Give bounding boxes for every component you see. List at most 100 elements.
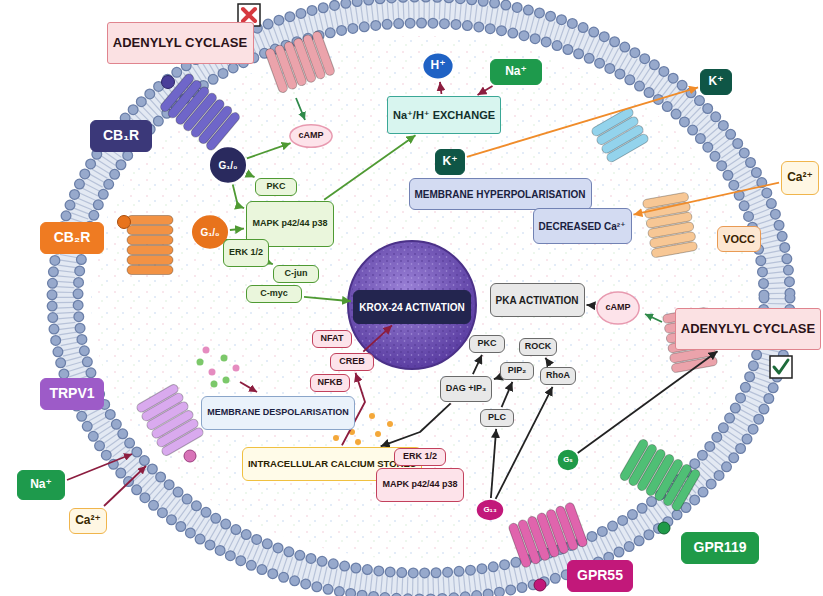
- node-label: Na⁺/H⁺ EXCHANGE: [393, 109, 495, 121]
- ion-label: Ca²⁺: [781, 161, 819, 195]
- node-label: CB₁R: [103, 128, 139, 143]
- enzyme-label: ADENYLYL CYCLASE: [675, 308, 821, 350]
- node-label: Gₛ: [563, 456, 572, 465]
- node-ellipse: [597, 292, 639, 324]
- ligand-ball: [118, 216, 131, 229]
- effect-box: MEMBRANE DESPOLARISATION: [201, 396, 355, 430]
- nucleus-texture: [350, 243, 474, 367]
- node-ellipse: [290, 125, 332, 148]
- node-label: MEMBRANE HYPERPOLARISATION: [415, 189, 586, 200]
- signal-arrow: [247, 143, 291, 158]
- art-shape: [203, 347, 210, 354]
- kinase-pill: ROCK: [519, 338, 557, 356]
- activated-mark: [770, 356, 792, 378]
- signal-arrow: [467, 87, 698, 157]
- node-ellipse: [478, 501, 503, 520]
- cytoplasm-speckle: [91, 36, 751, 560]
- lipid-heads: [52, 0, 790, 596]
- node-label: NFKB: [318, 378, 343, 388]
- node-label: H⁺: [431, 59, 446, 72]
- enzyme-label: ADENYLYL CYCLASE: [107, 22, 254, 64]
- factor-pill: C-myc: [246, 285, 302, 303]
- node-label: G₁/₀: [200, 227, 219, 238]
- camp-arrow: [296, 98, 305, 120]
- channel-label: VOCC: [717, 226, 761, 252]
- cytoplasm: [76, 21, 766, 575]
- node-label: ROCK: [525, 342, 552, 352]
- receptor-label: CB₁R: [90, 120, 152, 152]
- ion-influx-arrow: [67, 454, 132, 480]
- node-label: CREB: [339, 357, 365, 367]
- node-label: DECREASED Ca²⁺: [539, 221, 626, 232]
- signal-arrow: [381, 403, 451, 446]
- ligand-ball: [658, 522, 670, 534]
- node-label: RhoA: [546, 371, 570, 381]
- art-shape: [197, 359, 204, 366]
- ligand-dots: [197, 347, 240, 388]
- art-shape: [211, 381, 218, 388]
- factor-pill: C-jun: [273, 265, 319, 283]
- kinase-pill: ERK 1/2: [223, 239, 269, 267]
- g-protein-circle: G₁/₀: [210, 147, 246, 183]
- g-protein-circle: Gₛ: [558, 450, 578, 470]
- node-label: PLC: [488, 413, 506, 423]
- ligand-ball: [162, 76, 175, 89]
- node-label: PIP₂: [508, 366, 527, 376]
- depolarisation-arrow: [240, 382, 257, 392]
- art-shape: [221, 355, 228, 362]
- ion-label: Na⁺: [490, 59, 542, 85]
- art-shape: [243, 9, 255, 21]
- kinase-pill: PKC: [469, 335, 505, 353]
- node-label: G₁₃: [483, 506, 496, 515]
- lipid-heads: [78, 23, 764, 573]
- node-label: Na⁺: [505, 65, 527, 78]
- gpr119-protein: [619, 438, 702, 512]
- art-shape: [770, 356, 792, 378]
- art-shape: [375, 431, 381, 437]
- nucleus: [348, 241, 476, 369]
- art-shape: [355, 439, 361, 445]
- ion-label: Ca²⁺: [69, 508, 107, 534]
- art-shape: [774, 360, 788, 373]
- lipid-pill: PIP₂: [500, 362, 534, 380]
- node-label: G₁/₀: [218, 160, 237, 171]
- potassium-channel: [590, 107, 649, 164]
- node-label: Na⁺: [30, 478, 52, 491]
- receptor-label: TRPV1: [40, 378, 104, 410]
- membrane-core: [65, 10, 777, 586]
- camp-arrow: [645, 314, 662, 322]
- node-label: MAPK p42/44 p38: [252, 219, 327, 229]
- node-label: VOCC: [723, 233, 755, 245]
- node-label: MAPK p42/44 p38: [382, 480, 457, 490]
- exchanger-label: Na⁺/H⁺ EXCHANGE: [387, 96, 501, 134]
- factor-pill: NFKB: [310, 374, 350, 392]
- ligand-ball: [184, 450, 196, 462]
- effect-box: MEMBRANE HYPERPOLARISATION: [409, 178, 592, 210]
- g-protein-circle: G₁₃: [477, 500, 503, 520]
- node-ellipse: [558, 451, 577, 470]
- lipid-tails: [65, 10, 777, 586]
- signal-arrow: [545, 358, 550, 366]
- activation-box: KROX-24 ACTIVATION: [353, 290, 471, 324]
- node-label: Ca²⁺: [75, 514, 101, 527]
- art-shape: [387, 421, 393, 427]
- ion-label: K⁺: [435, 149, 465, 175]
- signal-arrow: [478, 86, 493, 95]
- enzyme-pill: PLC: [480, 409, 514, 427]
- messenger-ellipse: cAMP: [596, 291, 640, 325]
- art-shape: [233, 365, 240, 372]
- node-label: ADENYLYL CYCLASE: [113, 36, 247, 50]
- art-shape: [333, 435, 339, 441]
- node-label: ERK 1/2: [403, 452, 437, 462]
- signal-arrow: [233, 184, 244, 208]
- kinase-pill: MAPK p42/44 p38: [376, 468, 464, 502]
- art-shape: [369, 413, 375, 419]
- signal-arrow: [271, 263, 273, 266]
- node-ellipse: [423, 53, 454, 79]
- cb1-receptor-protein: [159, 72, 241, 152]
- node-label: NFAT: [321, 334, 344, 344]
- node-label: DAG +IP₃: [446, 384, 486, 394]
- messenger-pill: DAG +IP₃: [440, 376, 492, 402]
